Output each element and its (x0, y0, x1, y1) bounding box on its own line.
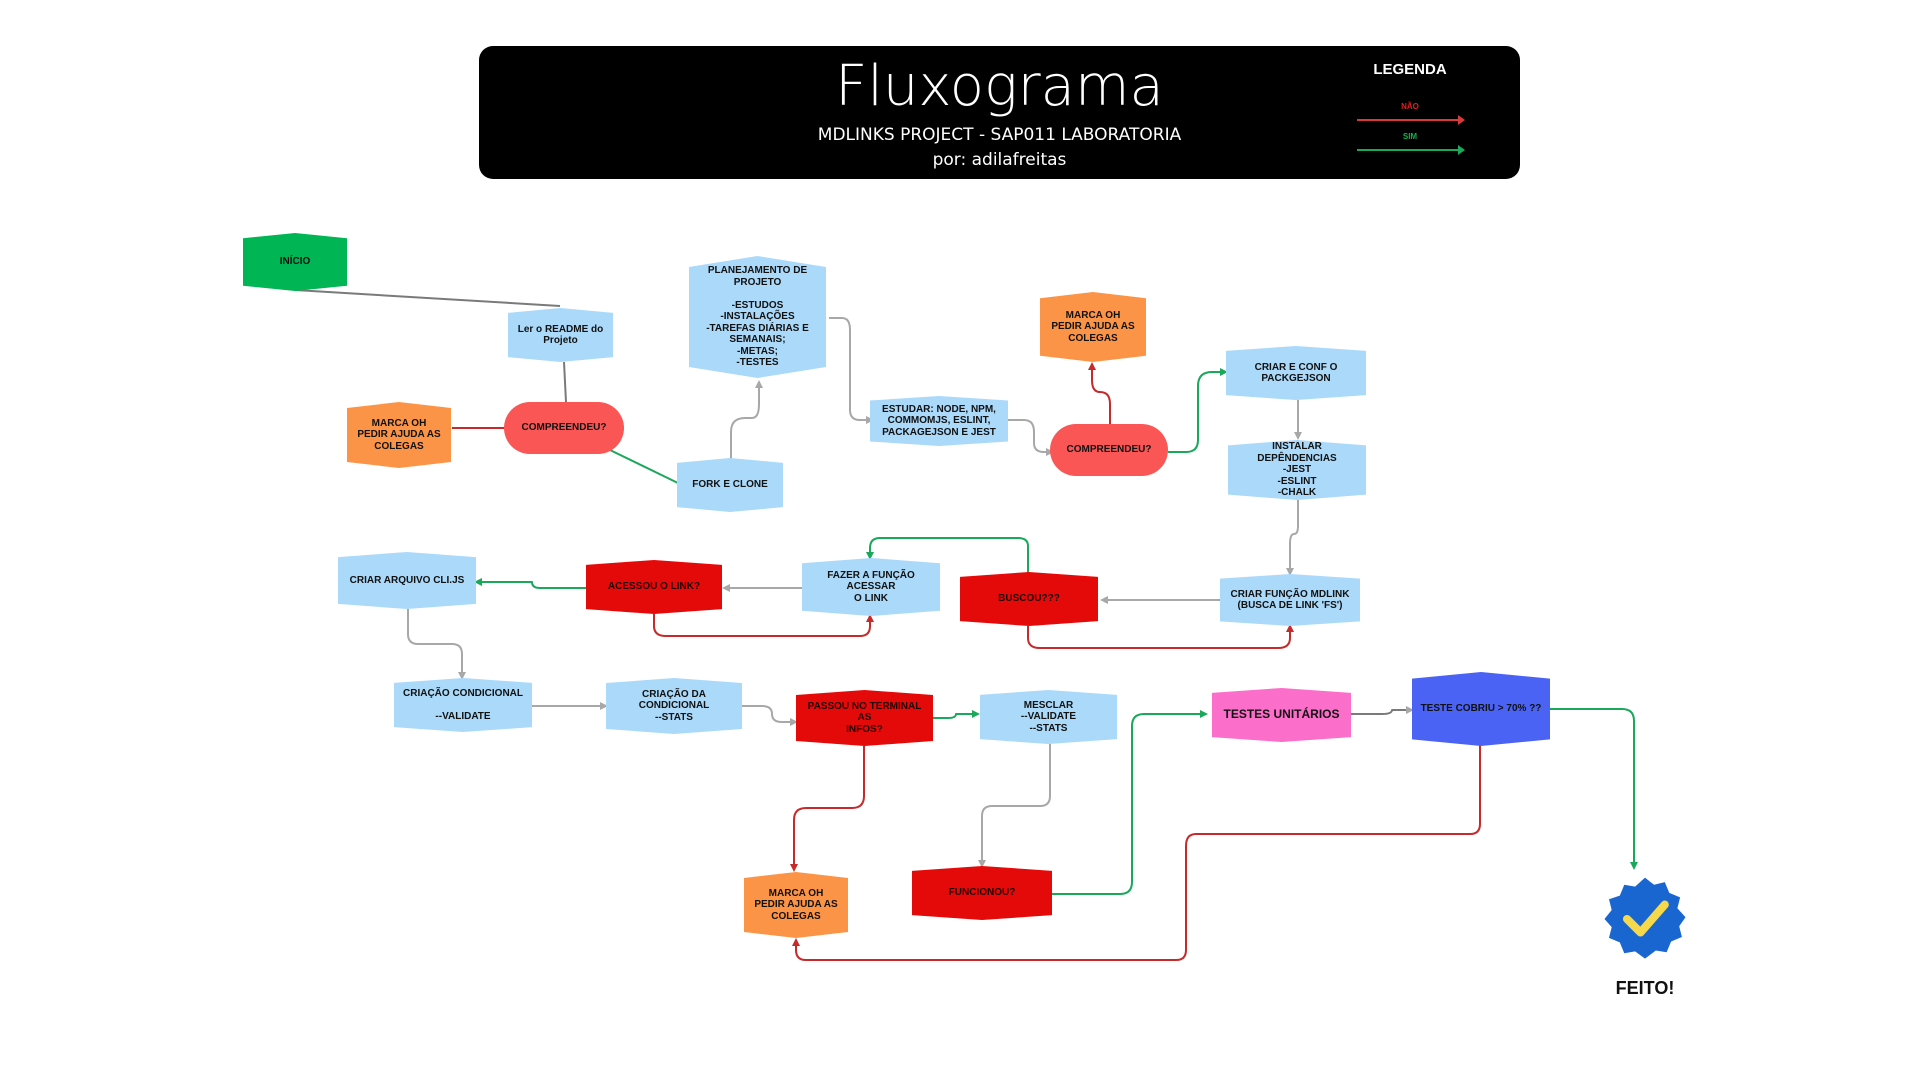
node-fork-clone: FORK E CLONE (677, 458, 783, 512)
node-merge-options: MESCLAR --VALIDATE --STATS (980, 690, 1117, 744)
author-credit: por: adilafreitas (932, 150, 1067, 170)
edge-fork-planning (730, 380, 763, 462)
verified-check-badge-icon (1604, 877, 1686, 959)
node-create-mdlink: CRIAR FUNÇÃO MDLINK (BUSCA DE LINK 'FS') (1220, 574, 1360, 626)
edge-searched-access (866, 537, 1029, 574)
edge-terminal-help3 (790, 746, 865, 872)
node-access-function: FAZER A FUNÇÃO ACESSAR O LINK (802, 558, 940, 616)
node-terminal-check: PASSOU NO TERMINAL AS INFOS? (796, 690, 933, 746)
edge-understood2-help2 (1088, 362, 1111, 424)
edge-deps-mdlink (1286, 500, 1299, 576)
edge-coverage-help3 (792, 744, 1481, 961)
node-ask-help-2: MARCA OH PEDIR AJUDA AS COLEGAS (1040, 292, 1146, 362)
page-title: Fluxograma (835, 54, 1164, 119)
node-searched: BUSCOU??? (960, 572, 1098, 626)
node-understood-2: COMPREENDEU? (1050, 424, 1168, 476)
node-worked: FUNCIONOU? (912, 866, 1052, 920)
edge-study-understood2 (1008, 419, 1054, 456)
node-coverage-check: TESTE COBRIU > 70% ?? (1412, 672, 1550, 746)
edge-searched-mdlink (1027, 624, 1294, 649)
done-label: FEITO! (1615, 978, 1675, 998)
node-read-readme: Ler o README do Projeto (508, 308, 613, 362)
node-create-packagejson: CRIAR E CONF O PACKGEJSON (1226, 346, 1366, 400)
edge-terminal-merge (933, 710, 980, 719)
edge-condstats-terminal (742, 705, 798, 726)
edge-understood2-packagejson (1168, 368, 1228, 453)
page-subtitle: MDLINKS PROJECT - SAP011 LABORATORIA (817, 125, 1182, 145)
node-install-dependencies: INSTALAR DEPÊNDENCIAS -JEST -ESLINT -CHA… (1228, 440, 1366, 500)
edge-accessed-cli (474, 578, 586, 589)
legend-yes-arrow (1357, 145, 1465, 155)
edge-understood1-fork (609, 449, 681, 485)
edge-worked-tests (1052, 710, 1208, 895)
node-ask-help-1: MARCA OH PEDIR AJUDA AS COLEGAS (347, 402, 451, 468)
edge-accessed-access (653, 614, 874, 637)
edge-planning-study (829, 317, 874, 424)
node-project-planning: PLANEJAMENTO DE PROJETO -ESTUDOS -INSTAL… (689, 256, 826, 378)
node-conditional-stats: CRIAÇÃO DA CONDICIONAL --STATS (606, 678, 742, 734)
node-ask-help-3: MARCA OH PEDIR AJUDA AS COLEGAS (744, 872, 848, 938)
edge-readme-understood1 (563, 361, 567, 403)
legend-yes-label: SIM (1402, 132, 1418, 141)
edge-tests-coverage (1351, 706, 1414, 715)
node-unit-tests: TESTES UNITÁRIOS (1212, 688, 1351, 742)
edge-start-readme (294, 289, 561, 307)
node-understood-1: COMPREENDEU? (504, 402, 624, 454)
edge-cli-condvalidate (407, 609, 466, 680)
legend-no-label: NÃO (1401, 102, 1419, 111)
node-start: INÍCIO (243, 233, 347, 291)
node-conditional-validate: CRIAÇÃO CONDICIONAL --VALIDATE (394, 678, 532, 732)
node-create-cli: CRIAR ARQUIVO CLI.JS (338, 552, 476, 609)
node-accessed-link: ACESSOU O LINK? (586, 560, 722, 614)
edge-merge-worked (978, 744, 1051, 868)
edge-coverage-done (1550, 708, 1638, 870)
legend-no-arrow (1357, 115, 1465, 125)
legend-title: LEGENDA (1373, 61, 1447, 78)
header-banner: Fluxograma MDLINKS PROJECT - SAP011 LABO… (479, 46, 1520, 179)
node-study: ESTUDAR: NODE, NPM, COMMOMJS, ESLINT, PA… (870, 396, 1008, 446)
